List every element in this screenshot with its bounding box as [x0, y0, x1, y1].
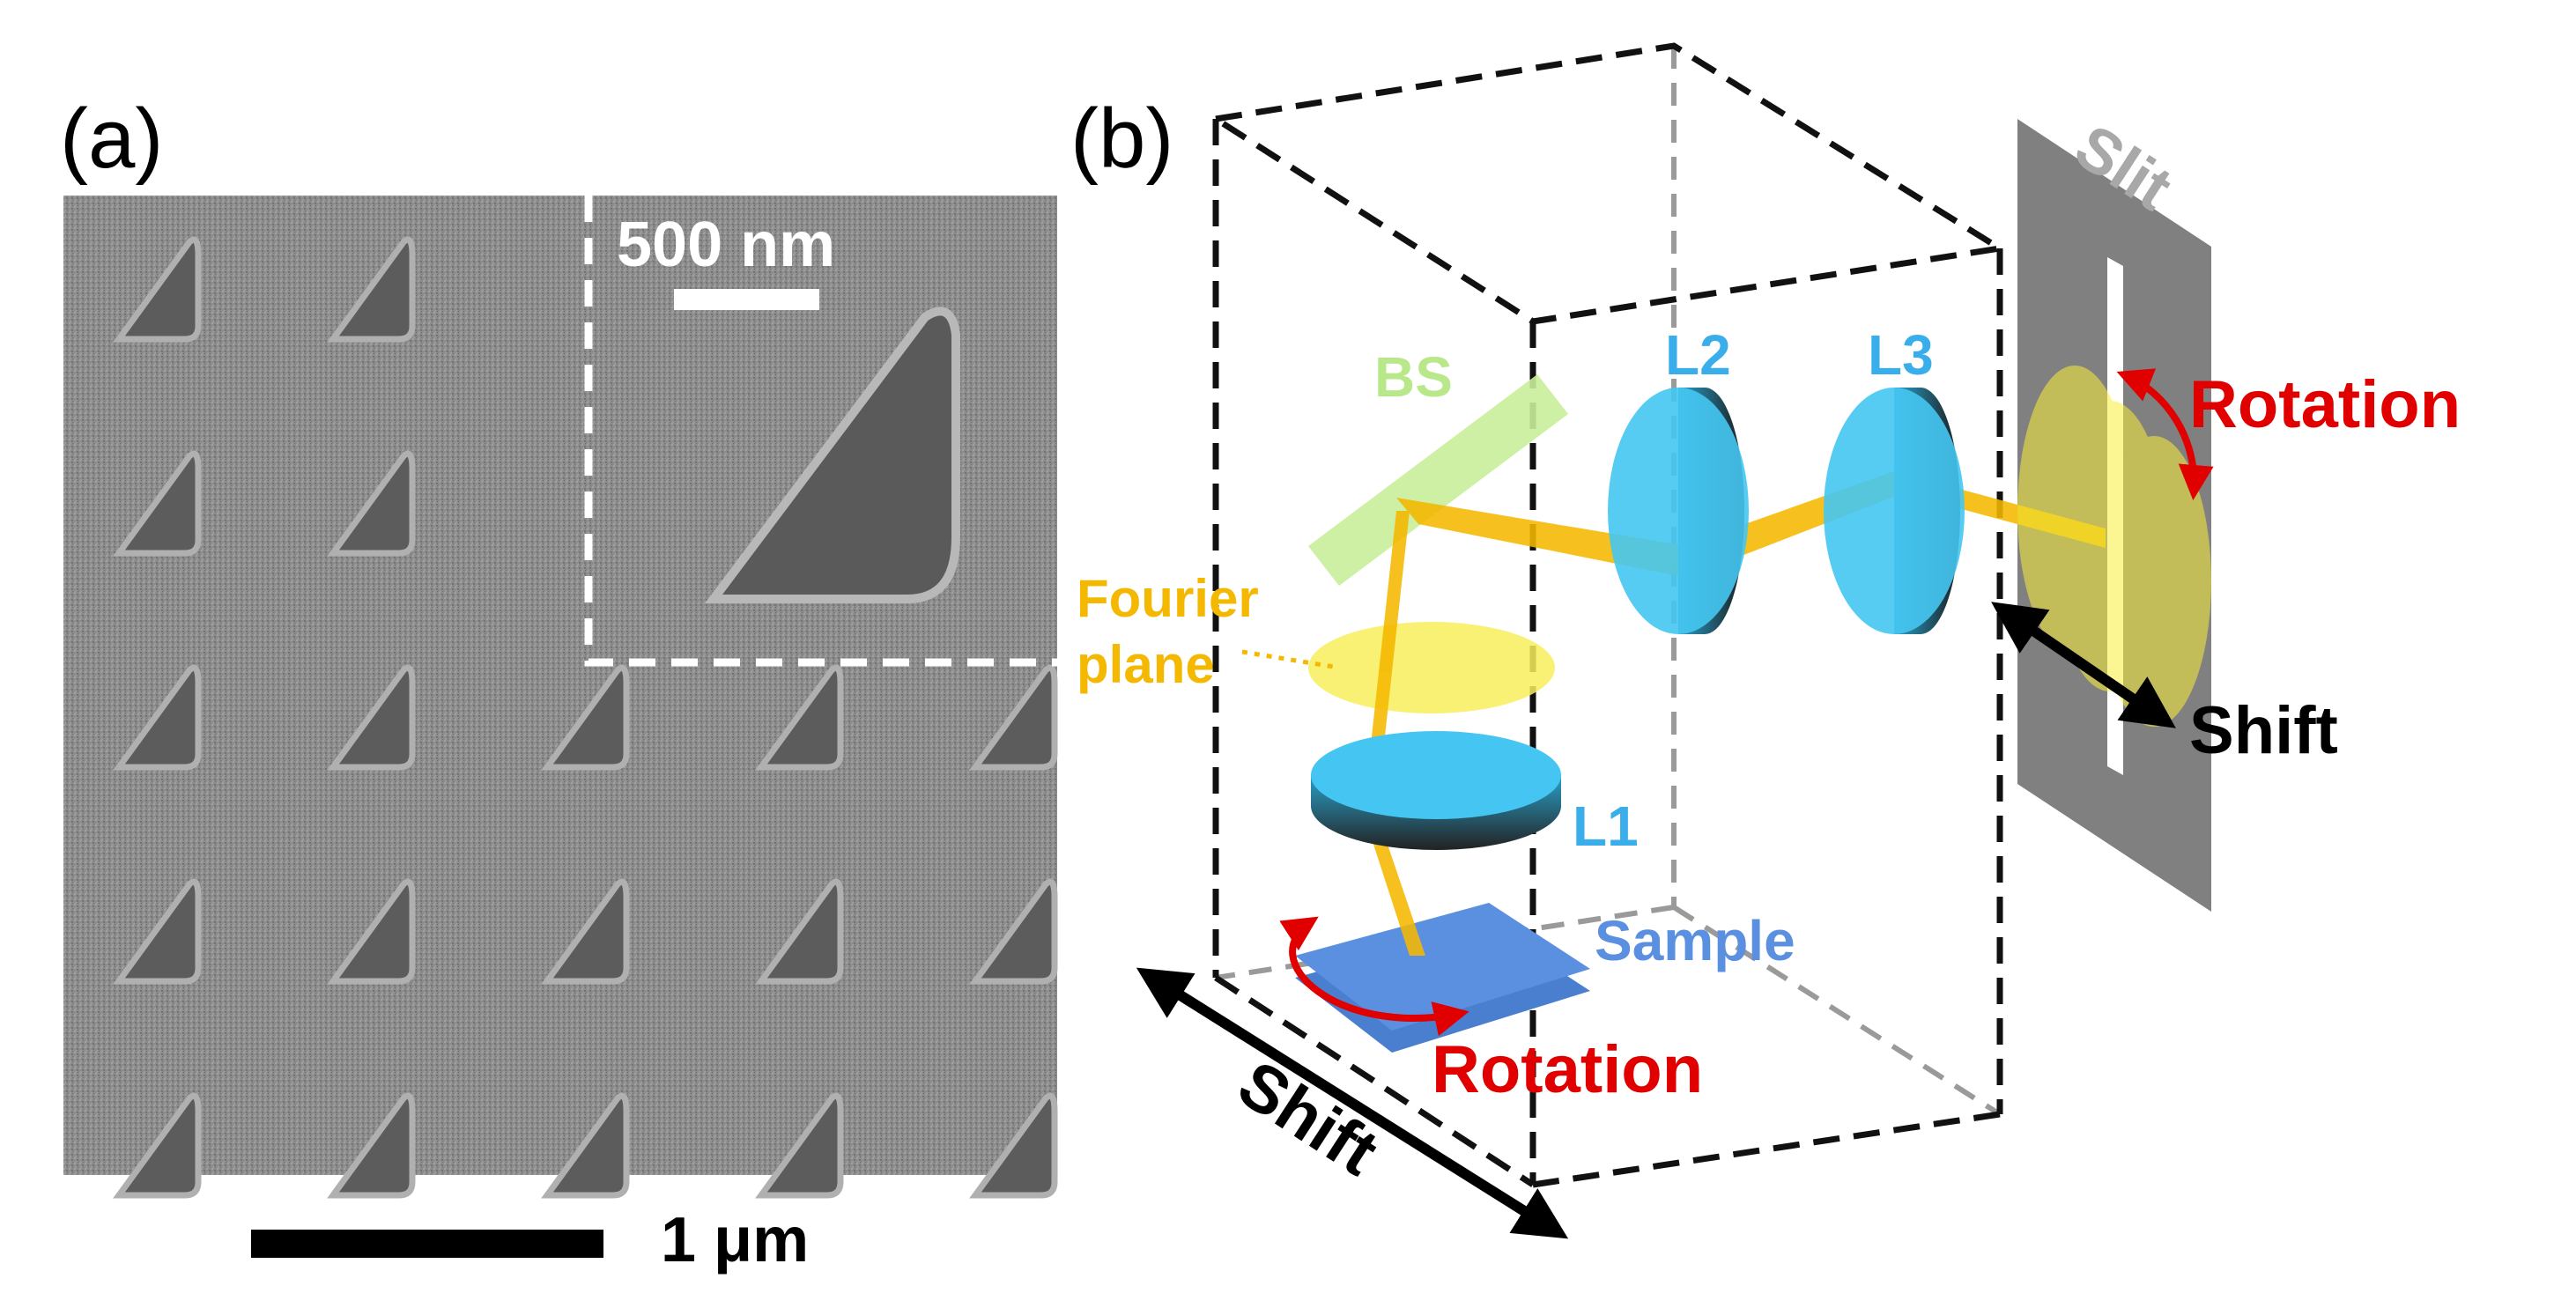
sem-inset-triangle [705, 307, 960, 603]
sem-triangle [113, 664, 202, 771]
panel-a: (a) 500 nm 1 μm [60, 92, 1058, 1275]
inset-scale-bar [674, 289, 819, 310]
panel-a-label: (a) [60, 92, 163, 186]
slit-shift-arrow [1991, 602, 2176, 728]
lens-l3 [1824, 388, 1965, 634]
sem-triangle [327, 236, 416, 343]
sem-triangle [113, 450, 202, 557]
inset-border [584, 196, 1057, 667]
sample-rotation-label: Rotation [1432, 1032, 1703, 1107]
l3-label: L3 [1868, 323, 1934, 387]
lens-l2 [1608, 388, 1749, 634]
sem-triangle [755, 1092, 844, 1199]
sem-triangle [969, 878, 1058, 985]
l2-label: L2 [1665, 323, 1731, 387]
slit-rotation-label: Rotation [2189, 367, 2461, 442]
sem-triangle [327, 1092, 416, 1199]
lens-l1 [1311, 731, 1561, 819]
sem-triangle [327, 664, 416, 771]
l1-label: L1 [1573, 794, 1639, 858]
fourier-label-line1: Fourier [1077, 569, 1259, 628]
panel-b-label: (b) [1070, 92, 1173, 186]
main-scale-bar [251, 1230, 603, 1258]
sem-triangle [113, 1092, 202, 1199]
sample-shift-label: Shift [1225, 1046, 1391, 1190]
sem-triangle [755, 878, 844, 985]
sample-shift-arrow [1136, 967, 1569, 1239]
sem-triangle [327, 878, 416, 985]
sem-triangle [113, 878, 202, 985]
panel-b: (b) Slit BS Fourier plane S [1070, 42, 2461, 1239]
sem-triangle [113, 236, 202, 343]
sem-triangle [969, 1092, 1058, 1199]
sem-triangle [541, 664, 630, 771]
beam-splitter [1308, 374, 1568, 586]
sem-triangle [969, 664, 1058, 771]
fourier-leader [1241, 649, 1340, 670]
sem-triangle [327, 450, 416, 557]
sem-triangle [755, 664, 844, 771]
inset-scale-label: 500 nm [617, 210, 835, 280]
fourier-label-line2: plane [1077, 635, 1215, 694]
main-scale-label: 1 μm [661, 1205, 809, 1275]
sem-triangle-array [113, 236, 1058, 1199]
fourier-plane [1308, 622, 1555, 713]
sample-label: Sample [1595, 909, 1795, 972]
slit-shift-label: Shift [2189, 693, 2338, 768]
sem-triangle [541, 878, 630, 985]
slit-rotation-arrow [2116, 368, 2214, 500]
sem-triangle [541, 1092, 630, 1199]
bs-label: BS [1374, 345, 1453, 409]
